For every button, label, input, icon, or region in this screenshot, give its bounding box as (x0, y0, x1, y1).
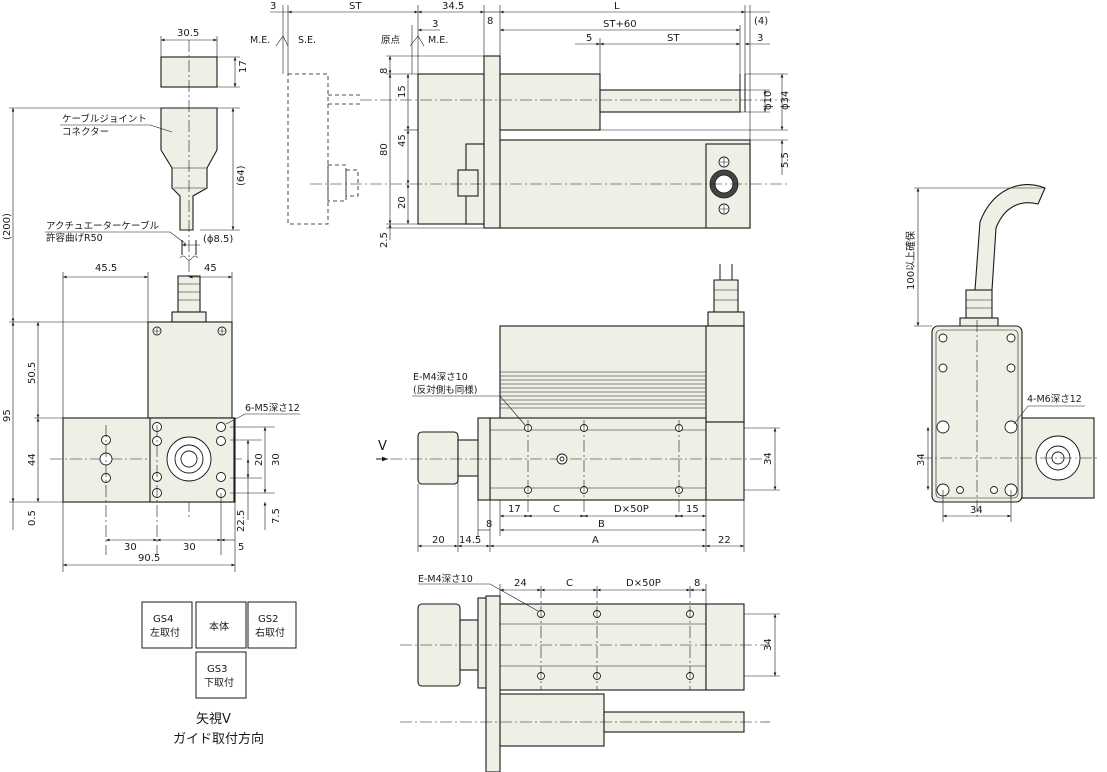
dim-44: 44 (27, 453, 38, 466)
dim-m-c: C (553, 504, 560, 515)
bottom-view (400, 583, 780, 772)
dim-v-45: 45 (397, 134, 408, 147)
e-m4-label-2: (反対側も同様) (413, 384, 477, 396)
mount-gs3-desc: 下取付 (204, 676, 234, 689)
dim-top-8: 8 (487, 16, 493, 27)
top-side-view (270, 5, 790, 240)
dim-b-d50p: D×50P (626, 578, 661, 589)
dim-top-34-5: 34.5 (442, 1, 464, 12)
dim-95: 95 (2, 409, 13, 422)
mounting-direction-legend: GS4 左取付 本体 GS2 右取付 GS3 下取付 矢視V ガイド取付方向 (141, 601, 297, 747)
dim-17: 17 (238, 60, 249, 73)
dim-v-8: 8 (379, 68, 390, 74)
mount-gs3-code: GS3 (207, 664, 227, 675)
dim-top-3b: 3 (432, 19, 438, 30)
dim-45-5: 45.5 (95, 263, 117, 274)
dim-v-80: 80 (379, 143, 390, 156)
dim-200: (200) (2, 213, 13, 240)
dim-v-15: 15 (397, 85, 408, 98)
dim-b-34: 34 (763, 638, 774, 651)
dim-phi34: ϕ34 (780, 91, 791, 110)
left-end-view (9, 36, 300, 572)
dim-v-20: 20 (397, 196, 408, 209)
dim-30-b: 30 (183, 542, 196, 553)
dim-b-8: 8 (694, 578, 700, 589)
dim-m-8: 8 (486, 519, 492, 530)
middle-side-view (376, 264, 780, 552)
dim-7-5: 7.5 (271, 508, 282, 524)
rod (599, 89, 741, 113)
dim-30-a: 30 (124, 542, 137, 553)
e-m4-label-bottom: E-M4深さ10 (418, 574, 473, 585)
dim-b-c: C (566, 578, 573, 589)
mount-gs2-code: GS2 (258, 614, 278, 625)
view-subtitle: ガイド取付方向 (173, 731, 264, 747)
front-flange (483, 55, 501, 229)
dim-top-st2: ST (667, 33, 680, 44)
dim-5-5: 5.5 (780, 152, 791, 168)
dim-50-5: 50.5 (27, 362, 38, 384)
dim-phi10: ϕ10 (763, 91, 774, 110)
dim-m-d50p: D×50P (614, 504, 649, 515)
cable-joint-label-1: ケーブルジョイント (62, 113, 147, 125)
dim-top-st60: ST+60 (603, 19, 637, 30)
dim-m-20: 20 (432, 535, 445, 546)
view-arrow-v: V (378, 439, 387, 454)
e-m4-label-1: E-M4深さ10 (413, 372, 468, 383)
motor-box (147, 321, 233, 419)
dim-5: 5 (238, 542, 244, 553)
dim-45: 45 (204, 263, 217, 274)
mount-gs4-desc: 左取付 (150, 626, 180, 639)
dim-m-a: A (592, 535, 599, 546)
label-origin: 原点 (381, 35, 401, 46)
dim-m-b: B (598, 519, 605, 530)
dim-top-st: ST (349, 1, 362, 12)
side-motor (499, 325, 745, 423)
dim-b-24: 24 (514, 578, 527, 589)
dim-top-3: 3 (270, 1, 276, 12)
view-title: 矢視V (196, 712, 231, 727)
dim-top-5: 5 (586, 33, 592, 44)
cooling-fins (500, 371, 706, 409)
dim-20: 20 (254, 453, 265, 466)
dim-m-22: 22 (718, 535, 731, 546)
dim-top-l: L (614, 1, 620, 12)
m5-label: 6-M5深さ12 (245, 403, 300, 414)
m6-label: 4-M6深さ12 (1027, 394, 1082, 405)
right-end-view (914, 184, 1100, 522)
dim-30-5: 30.5 (177, 28, 199, 39)
dim-64: (64) (236, 165, 247, 186)
mount-box-body (195, 601, 247, 649)
dim-r-34-vert: 34 (916, 453, 927, 466)
cable-joint-label-2: コネクター (62, 127, 109, 138)
mount-box-gs4 (141, 601, 193, 649)
dim-top-3c: 3 (757, 33, 763, 44)
dim-r-100: 100以上確保 (904, 231, 917, 290)
dim-30-vert: 30 (271, 453, 282, 466)
mount-body-label: 本体 (209, 620, 229, 633)
cable (974, 184, 1046, 291)
dim-phi8-5: (ϕ8.5) (203, 234, 233, 245)
mount-gs4-code: GS4 (153, 614, 173, 625)
dim-top-4: (4) (754, 16, 768, 27)
label-me-2: M.E. (428, 35, 448, 46)
dim-m-14-5: 14.5 (459, 535, 481, 546)
upper-cylinder (499, 73, 601, 131)
dim-m-17: 17 (508, 504, 521, 515)
actuator-cable-label-2: 許容曲げR50 (46, 232, 103, 244)
dim-90-5: 90.5 (138, 553, 160, 564)
actuator-cable-label-1: アクチュエーターケーブル (46, 220, 159, 232)
mount-box-gs3 (195, 651, 247, 699)
dim-0-5: 0.5 (27, 510, 38, 526)
dim-v-2-5: 2.5 (379, 232, 390, 248)
label-me-1: M.E. (250, 35, 270, 46)
dim-m-15: 15 (686, 504, 699, 515)
mount-gs2-desc: 右取付 (255, 626, 285, 639)
dim-r-34-horiz: 34 (970, 505, 983, 516)
dim-22-5: 22.5 (236, 510, 247, 532)
mount-box-gs2 (247, 601, 297, 649)
label-se: S.E. (298, 35, 316, 46)
dim-m-34: 34 (763, 452, 774, 465)
